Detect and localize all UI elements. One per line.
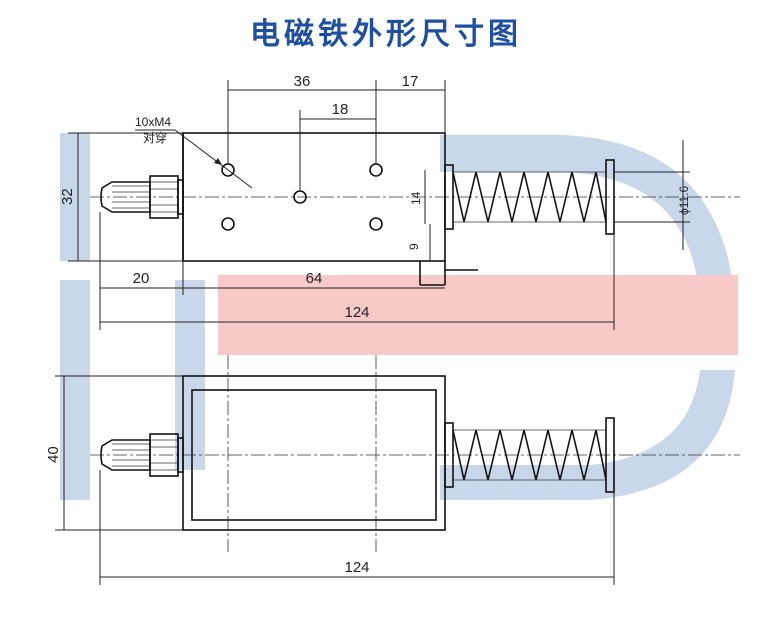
watermark-blue-arc-bottom: [440, 370, 735, 500]
dim-top-overall-length: 124: [344, 304, 369, 321]
dim-side-overall-length: 124: [344, 559, 369, 576]
top-spring: [452, 171, 607, 223]
side-spring-base: [444, 422, 454, 488]
dim-hole-spacing-narrow: 18: [332, 101, 349, 118]
top-spring-cap: [605, 159, 615, 235]
watermark-blue-bar-bottom: [60, 280, 90, 500]
mount-hole: [293, 190, 307, 204]
side-left-plunger: [100, 433, 184, 477]
dim-offset-small: 9: [407, 243, 421, 250]
page-title: 电磁铁外形尺寸图: [250, 17, 522, 52]
dim-plunger-diameter: ϕ11.6: [677, 185, 691, 215]
side-spring: [452, 429, 607, 481]
dim-side-height: 40: [45, 446, 62, 463]
mount-hole: [221, 217, 235, 231]
top-spring-base: [444, 164, 454, 230]
dim-hole-spacing-wide: 36: [294, 73, 311, 90]
side-frame-outer: [182, 375, 446, 531]
watermark-blue-arc-top: [440, 135, 735, 300]
side-view: 40 124: [45, 355, 740, 585]
watermark-blue-bar-top: [60, 133, 90, 261]
dim-end-to-body: 17: [402, 73, 419, 90]
dim-hole-vertical: 14: [409, 191, 423, 205]
watermark-red-bar: [218, 275, 738, 355]
watermark-logo: [60, 133, 738, 500]
mount-hole: [369, 217, 383, 231]
hole-callout-leader: [174, 129, 253, 189]
hole-callout-text: 10xM4: [135, 115, 171, 129]
mount-hole: [369, 163, 383, 177]
dim-stroke-extension: 20: [133, 270, 150, 287]
dim-body-length: 64: [306, 270, 323, 287]
hole-callout-subtext: 对穿: [143, 130, 167, 145]
top-left-plunger: [100, 175, 184, 219]
top-view: 10xM4 对穿 36 17 18 32 14 9: [59, 73, 740, 330]
side-spring-cap: [605, 417, 615, 493]
dim-top-height: 32: [59, 188, 76, 205]
watermark-blue-bar-mid: [175, 280, 205, 470]
